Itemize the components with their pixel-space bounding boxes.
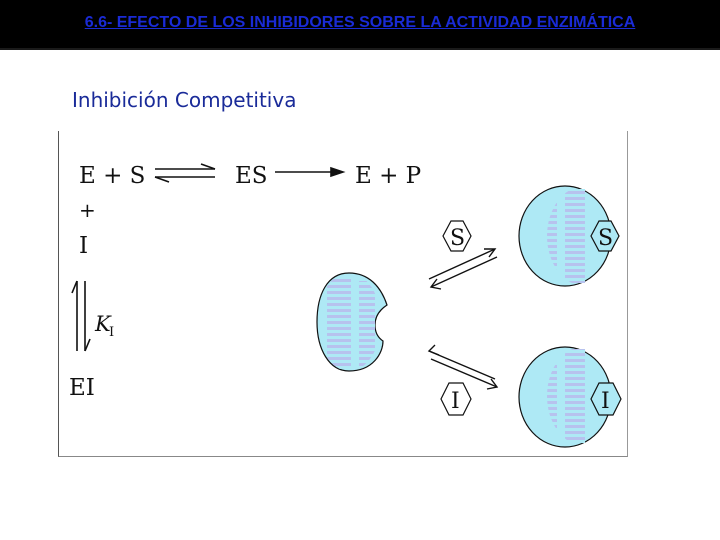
inhibitor-symbol: I — [79, 233, 88, 259]
bound-substrate-label: S — [598, 226, 613, 251]
inhibition-diagram: E + S ES E + P + I K I EI — [58, 131, 628, 457]
constant-subscript-i: I — [109, 325, 114, 340]
complex-ei: EI — [69, 375, 95, 401]
reaction-e-plus-p: E + P — [355, 163, 421, 189]
inhibitor-molecule: I — [440, 382, 472, 416]
branch-arrows-substrate — [428, 248, 498, 290]
substrate-molecule: S — [442, 220, 472, 252]
diagram-canvas: E + S ES E + P + I K I EI — [69, 163, 622, 448]
slide-title: 6.6- EFECTO DE LOS INHIBIDORES SOBRE LA … — [84, 14, 636, 31]
inhibitor-equilibrium-arrows — [71, 280, 91, 352]
free-enzyme — [316, 272, 388, 372]
branch-arrows-inhibitor — [427, 344, 499, 390]
equilibrium-arrow-es — [154, 163, 216, 183]
bound-inhibitor-label: I — [601, 389, 610, 414]
constant-symbol-k: K — [94, 312, 112, 336]
inhibitor-label: I — [451, 389, 460, 414]
reaction-e-plus-s: E + S — [79, 163, 145, 189]
enzyme-substrate-complex: S — [518, 185, 620, 287]
substrate-label: S — [450, 226, 465, 251]
plus-sign: + — [79, 198, 96, 222]
enzyme-inhibitor-complex: I — [518, 346, 622, 448]
forward-arrow — [275, 166, 346, 178]
title-bar: 6.6- EFECTO DE LOS INHIBIDORES SOBRE LA … — [0, 0, 720, 50]
reaction-es: ES — [235, 163, 268, 189]
slide-subtitle: Inhibición Competitiva — [72, 88, 297, 112]
